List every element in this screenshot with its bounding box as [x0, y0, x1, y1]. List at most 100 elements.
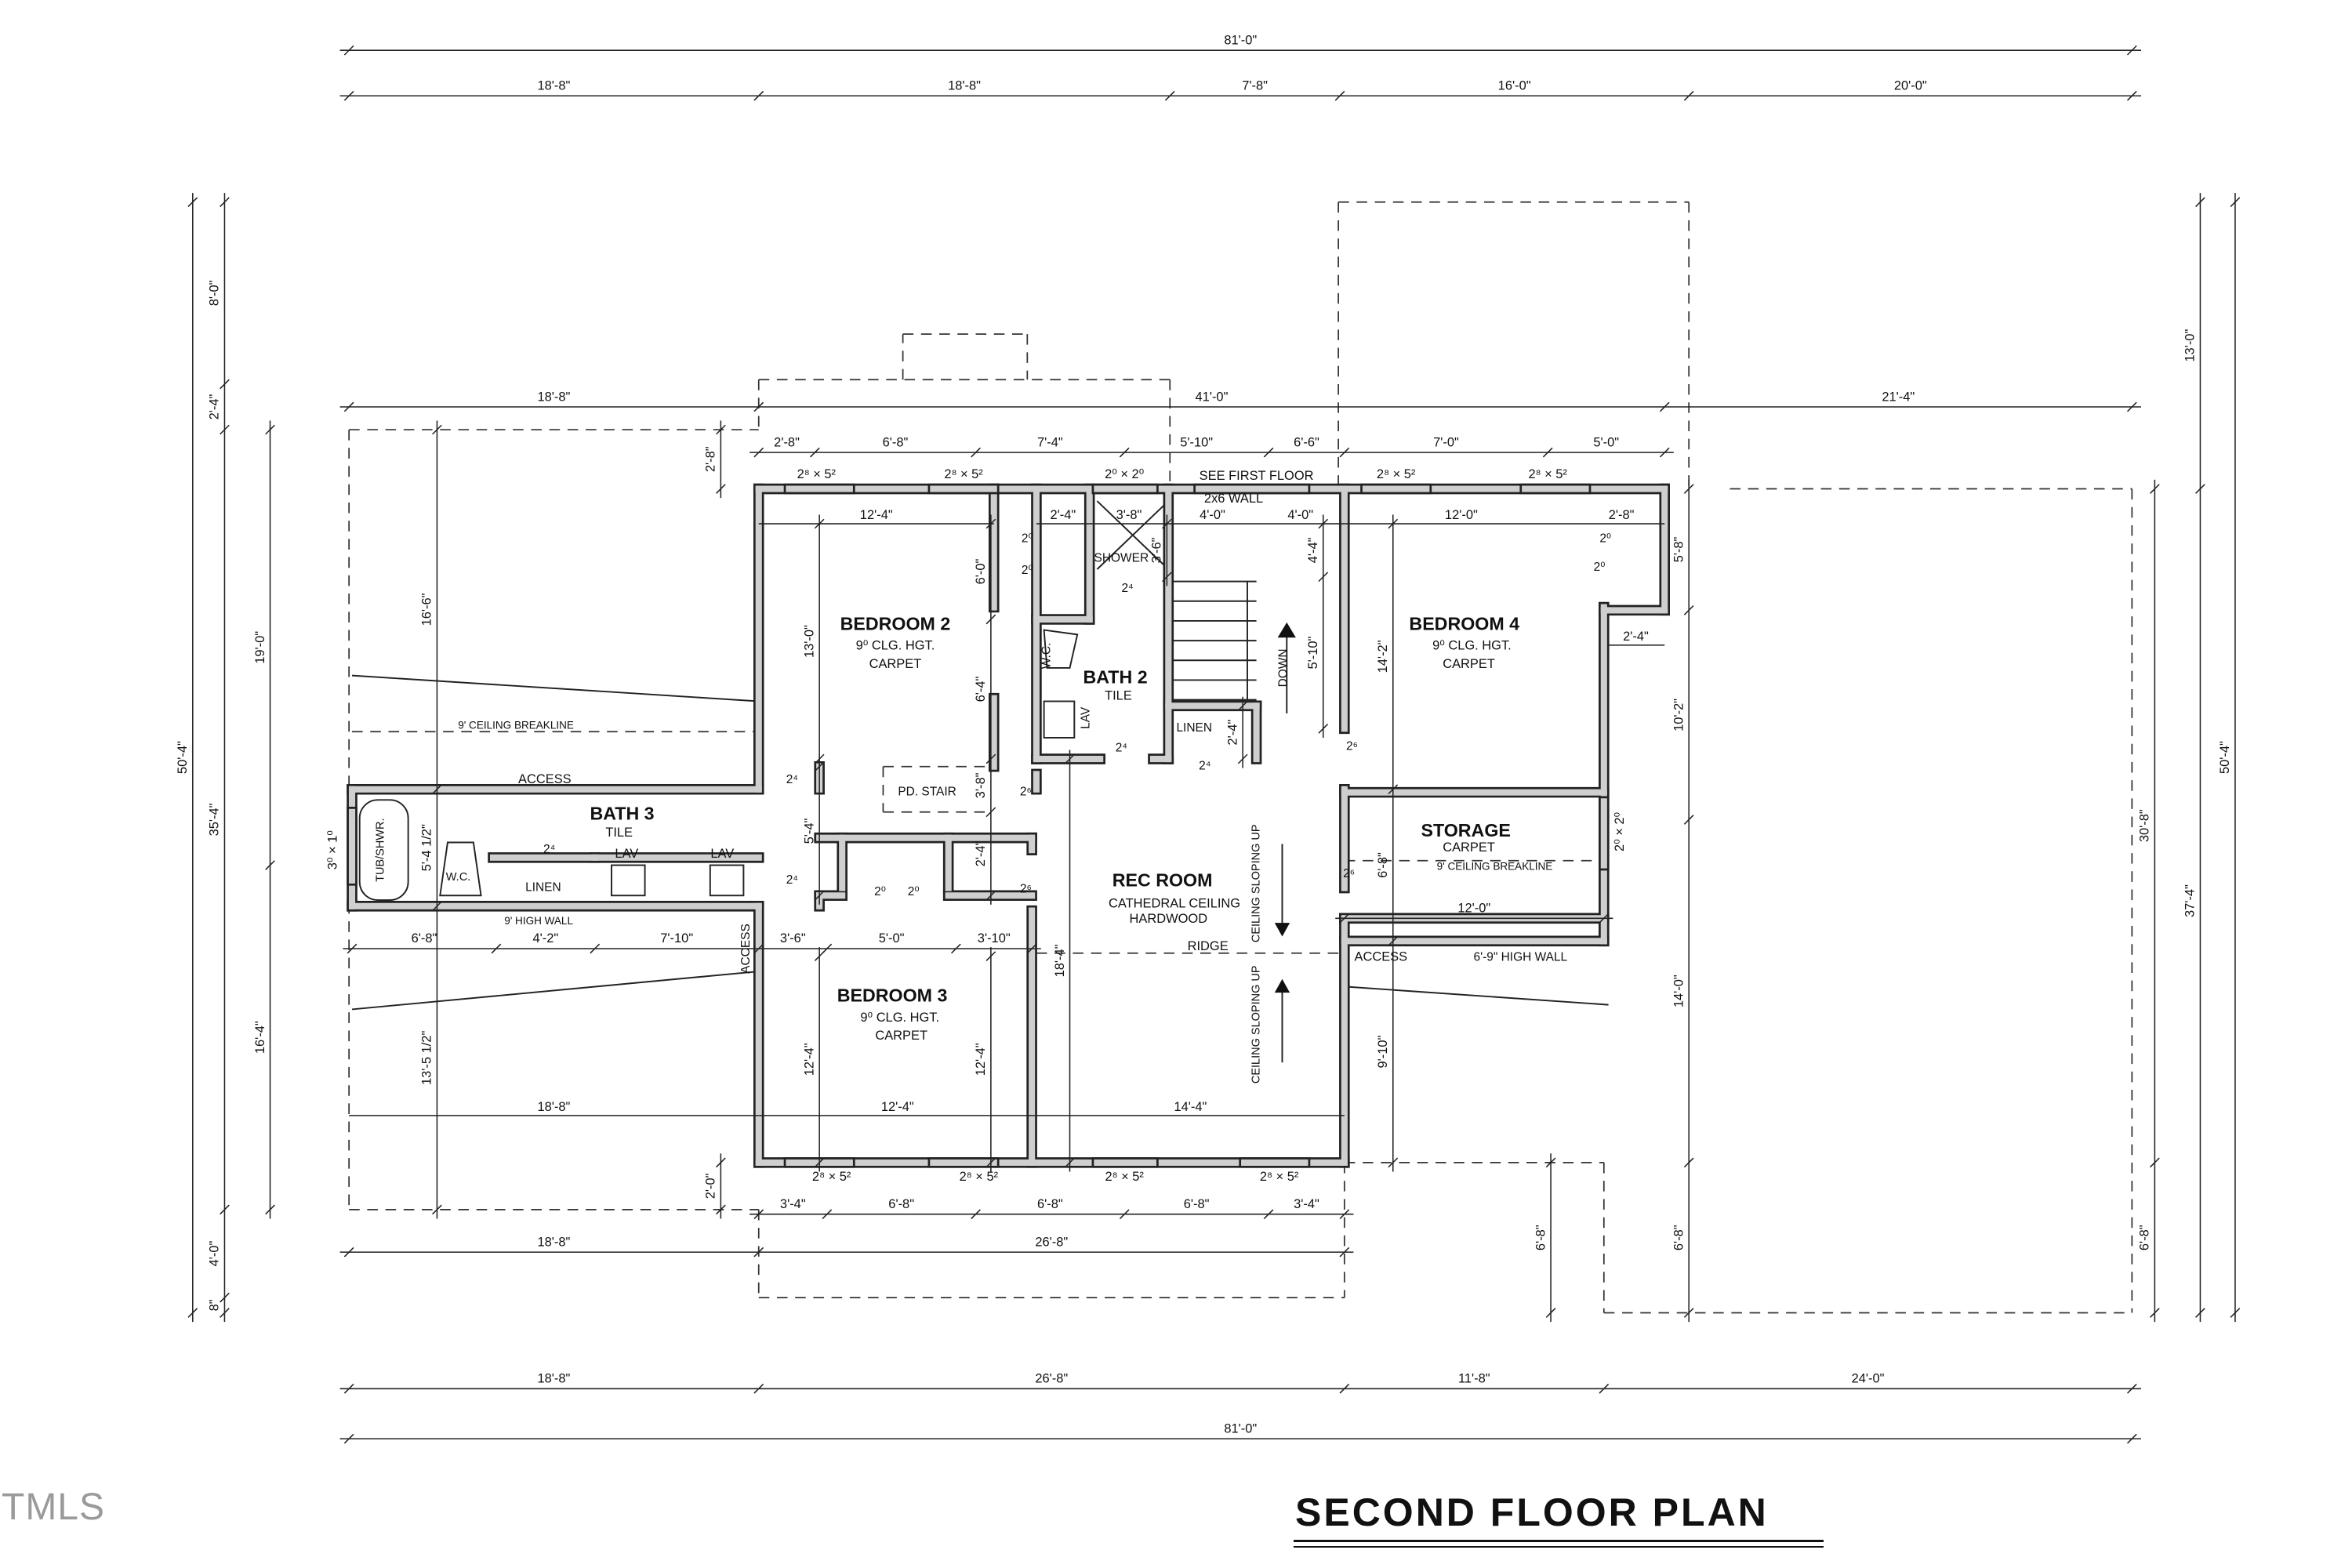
dimension-label: 5'-0": [1593, 435, 1619, 449]
window-label: 2⁸ × 5²: [1260, 1170, 1299, 1184]
door-label: 2⁶: [1343, 867, 1355, 880]
dimension-label: 18'-8": [538, 79, 571, 93]
dimension-label: 2'-8": [774, 435, 800, 449]
note-label: CEILING SLOPING UP: [1250, 965, 1262, 1083]
roof-slope-line: [351, 674, 759, 702]
dimension-label: 5'-0": [879, 931, 905, 946]
dimension-tick: [971, 1209, 981, 1220]
window-label: 2⁸ × 5²: [797, 467, 837, 481]
dimension-label: 6'-0": [974, 559, 988, 585]
dimension-tick: [1339, 1247, 1350, 1258]
toilet-icon: [439, 841, 482, 897]
room-name-bedroom-2: BEDROOM 2: [840, 614, 951, 634]
room-name-bath-3: BATH 3: [590, 803, 654, 823]
dimension-tick: [985, 614, 996, 625]
dimension-tick: [951, 943, 961, 954]
dimension-tick: [810, 447, 820, 458]
room-floor: TILE: [605, 826, 633, 840]
room-floor: CARPET: [1443, 657, 1495, 671]
window-label: 2⁰ × 2⁰: [1105, 467, 1144, 481]
dimension-label: 5'-8": [1671, 536, 1686, 562]
door-label: 2⁴: [1199, 760, 1210, 773]
dimension-label: 18'-8": [538, 1372, 571, 1386]
dimension-label: 13'-0": [2183, 329, 2198, 362]
dimension-tick: [814, 518, 825, 529]
dimension-tick: [1026, 943, 1037, 954]
dimension-tick: [2127, 401, 2137, 412]
dimension-tick: [1545, 1157, 1556, 1168]
dimension-tick: [1119, 447, 1130, 458]
door-label: 2⁴: [786, 773, 798, 786]
dimension-label: 13'-5 1/2": [420, 1031, 434, 1085]
dimension-tick: [220, 1292, 230, 1303]
dimension-label: 5'-10": [1180, 435, 1213, 449]
dimension-label: 3'-4": [780, 1197, 806, 1211]
dimension-tick: [1237, 753, 1248, 764]
dimension-label: 26'-8": [1035, 1235, 1068, 1249]
dimension-label: 14'-2": [1376, 640, 1390, 673]
room-ceiling: 9⁰ CLG. HGT.: [860, 1011, 939, 1025]
room-name-storage: STORAGE: [1421, 820, 1510, 840]
dimension-tick: [985, 951, 996, 962]
dimension-tick: [343, 45, 354, 56]
dimension-tick: [822, 1209, 833, 1220]
dimension-label: 12'-4": [860, 508, 893, 522]
room-floor: CARPET: [869, 657, 922, 671]
dimension-tick: [753, 90, 764, 101]
dimension-tick: [1318, 518, 1329, 529]
sink-icon: [709, 864, 745, 897]
dimension-label: 6'-8": [1534, 1225, 1548, 1250]
dimension-label: 41'-0": [1196, 390, 1229, 404]
fixture-label: SHOWER: [1094, 551, 1149, 564]
dimension-tick: [1065, 753, 1075, 764]
fixture-label: LINEN: [525, 880, 561, 894]
dimension-tick: [814, 1157, 825, 1168]
room-name-bedroom-3: BEDROOM 3: [837, 985, 948, 1006]
dimension-tick: [1683, 90, 1694, 101]
dimension-tick: [1683, 1157, 1694, 1168]
dimension-tick: [1334, 90, 1345, 101]
dimension-tick: [753, 447, 764, 458]
sink-icon: [611, 864, 646, 897]
outline-layer: [348, 201, 2133, 1314]
dimension-label: 20'-0": [1894, 79, 1927, 93]
dimension-tick: [716, 1204, 726, 1215]
dimension-label: 5'-4 1/2": [420, 824, 434, 871]
dimension-tick: [1388, 518, 1399, 529]
dimension-label: 6'-8": [1184, 1197, 1210, 1211]
dimension-label: 4'-2": [532, 931, 558, 946]
dimension-tick: [1599, 913, 1610, 924]
dimension-label: 5'-4": [802, 818, 816, 844]
dimension-tick: [347, 943, 358, 954]
dimension-label: 3'-6": [780, 931, 806, 946]
fixture-label: LAV: [615, 847, 638, 861]
note-label: PD. STAIR: [898, 786, 956, 799]
dimension-label: 24'-0": [1852, 1372, 1885, 1386]
dimension-tick: [2127, 45, 2137, 56]
room-name-bath-2: BATH 2: [1083, 666, 1148, 687]
dimension-tick: [985, 1157, 996, 1168]
sink-icon: [1043, 700, 1076, 739]
dimension-label: 2'-4": [1225, 720, 1240, 746]
dimension-label: 2'-8": [1609, 508, 1635, 522]
dimension-tick: [2127, 90, 2137, 101]
note-label: ACCESS: [739, 924, 753, 974]
shower-cross: [1096, 500, 1169, 570]
dimension-tick: [985, 518, 996, 529]
note-label: SEE FIRST FLOOR: [1200, 469, 1314, 483]
dimension-tick: [753, 1247, 764, 1258]
toilet-icon: [1043, 629, 1079, 669]
dimension-tick: [1545, 1308, 1556, 1318]
dimension-tick: [2127, 1433, 2137, 1444]
room-ceiling: 9⁰ CLG. HGT.: [856, 639, 935, 653]
dimension-label: 3'-6": [1150, 537, 1164, 563]
dimension-tick: [2230, 1308, 2241, 1318]
dimension-tick: [432, 424, 442, 435]
dimension-tick: [1683, 484, 1694, 494]
dimension-label: 14'-4": [1174, 1100, 1207, 1114]
room-floor: HARDWOOD: [1130, 912, 1208, 926]
dimension-tick: [491, 943, 502, 954]
dimension-label: 37'-4": [2183, 884, 2198, 917]
dimension-tick: [753, 1383, 764, 1394]
